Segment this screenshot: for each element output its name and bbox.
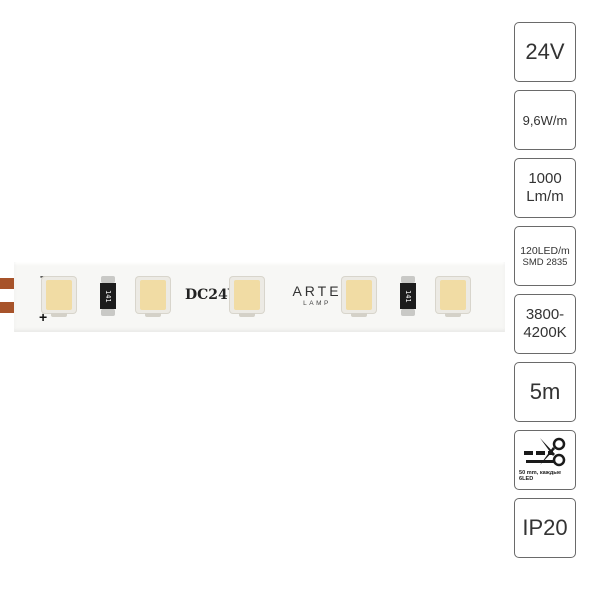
polarity-minus-label: –	[40, 269, 47, 283]
led-chip	[42, 277, 76, 317]
flux-badge: 1000 Lm/m	[514, 158, 576, 218]
led-density-value: 120LED/m	[520, 244, 570, 257]
scissors-icon	[524, 437, 566, 466]
voltage-badge: 24V	[514, 22, 576, 82]
led-chip	[230, 277, 264, 317]
cut-note-line1: 50 mm, каждые	[519, 469, 562, 476]
led-chip	[436, 277, 470, 317]
led-strip-image: – + 141 DC24V ARTE LAMP 141	[0, 262, 505, 332]
brand-sub: LAMP	[303, 300, 331, 307]
led-type-value: SMD 2835	[522, 256, 568, 268]
cct-badge: 3800- 4200K	[514, 294, 576, 354]
led-chip	[342, 277, 376, 317]
length-value: 5m	[529, 379, 561, 404]
led-density-badge: 120LED/m SMD 2835	[514, 226, 576, 286]
resistor: 141	[98, 276, 118, 316]
flux-value: 1000	[528, 170, 562, 187]
brand-name: ARTE	[292, 283, 342, 299]
ip-badge: IP20	[514, 498, 576, 558]
polarity-plus-label: +	[39, 309, 48, 325]
ip-value: IP20	[522, 515, 568, 540]
resistor: 141	[398, 276, 418, 316]
cut-badge: 50 mm, каждые 6LED	[514, 430, 576, 490]
cut-note-line2: 6LED	[519, 476, 534, 482]
flux-unit: Lm/m	[526, 188, 564, 205]
led-chip	[136, 277, 170, 317]
wire-negative	[0, 278, 22, 289]
power-value: 9,6W/m	[522, 112, 568, 128]
power-badge: 9,6W/m	[514, 90, 576, 150]
voltage-print: DC24V	[185, 287, 239, 303]
length-badge: 5m	[514, 362, 576, 422]
cct-max: 4200K	[523, 324, 567, 341]
led-strip-board: – + 141 DC24V ARTE LAMP 141	[14, 262, 505, 332]
voltage-value: 24V	[525, 39, 565, 64]
wire-positive	[0, 302, 22, 313]
brand-logo: ARTE LAMP	[289, 284, 345, 308]
cct-min: 3800-	[525, 306, 565, 323]
